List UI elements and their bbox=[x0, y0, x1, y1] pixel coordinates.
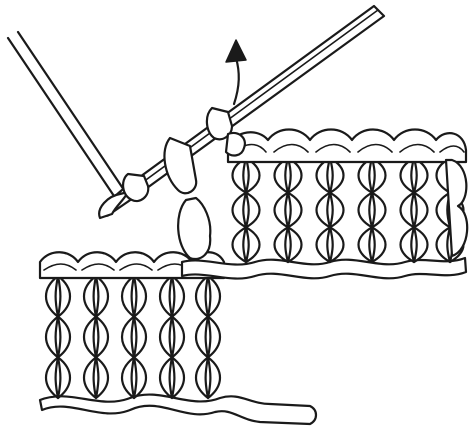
working-yarn bbox=[8, 32, 124, 196]
lower-stitch-column bbox=[84, 276, 108, 398]
upper-stitch-column bbox=[317, 158, 344, 262]
current-row-fabric bbox=[178, 130, 467, 279]
lower-stitch-column bbox=[196, 276, 220, 398]
loops-on-hook bbox=[123, 108, 245, 201]
upper-stitch-column bbox=[401, 158, 428, 262]
motion-arrow-icon bbox=[226, 40, 246, 104]
upper-stitch-column bbox=[233, 158, 260, 262]
upper-stitch-column bbox=[275, 158, 302, 262]
lower-fabric bbox=[40, 252, 316, 424]
lower-stitch-column bbox=[122, 276, 146, 398]
upper-stitch-column bbox=[359, 158, 386, 262]
lower-stitch-column bbox=[160, 276, 184, 398]
lower-stitch-column bbox=[46, 276, 70, 398]
